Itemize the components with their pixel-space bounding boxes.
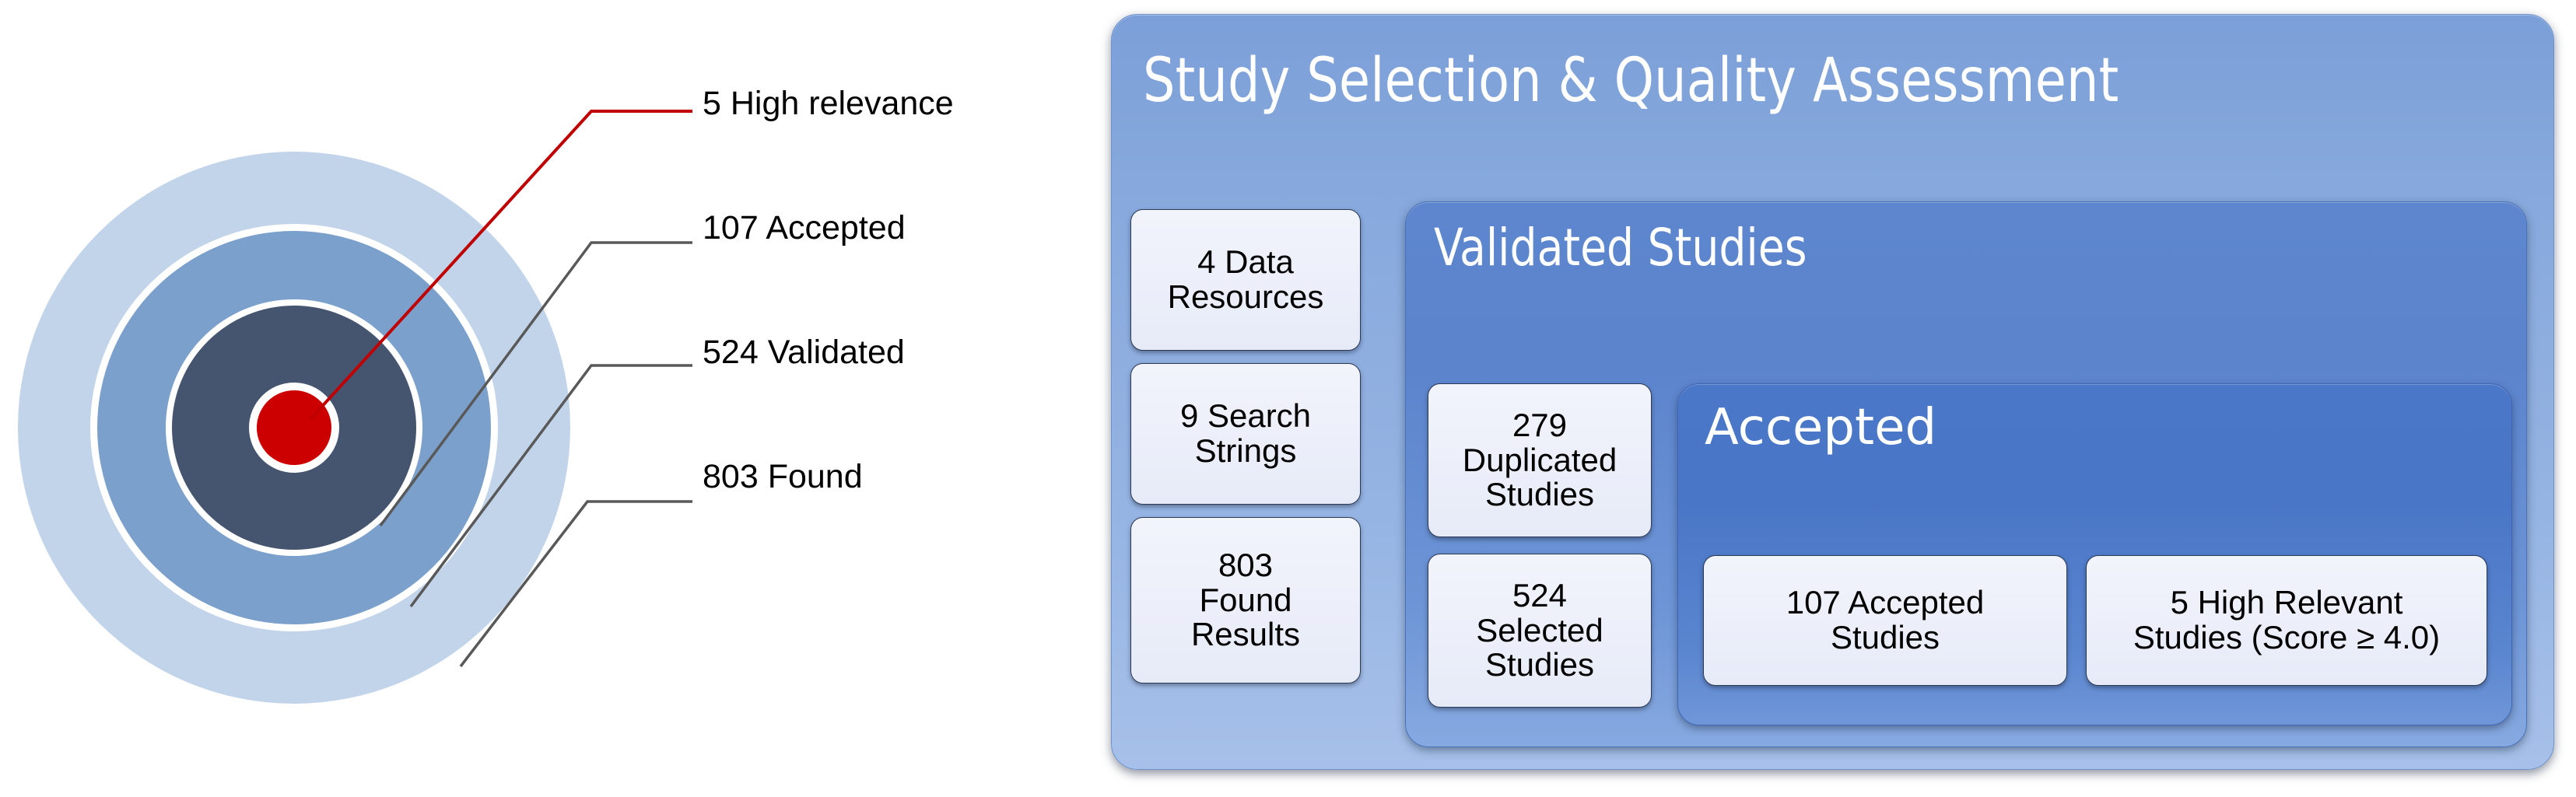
card-line-2: Selected (1476, 611, 1603, 648)
card-line-1: 524 (1512, 576, 1568, 613)
card-line-3: Results (1190, 616, 1301, 653)
page-title: Study Selection & Quality Assessment (1143, 46, 2119, 116)
callout-label-accepted: 107 Accepted (703, 209, 906, 246)
card-line-2: Studies (1830, 619, 1940, 655)
callout-label-high-relevance: 5 High relevance (703, 85, 954, 122)
validated-studies-title: Validated Studies (1434, 218, 1807, 278)
card-line-2: Studies (Score ≥ 4.0) (2133, 619, 2441, 655)
card-line-2: Found (1199, 581, 1292, 618)
card-line-1: 9 Search (1179, 397, 1312, 435)
card-line-1: 279 (1512, 406, 1568, 443)
card-data-resources: 4 Data Resources (1130, 209, 1361, 351)
card-line-3: Studies (1484, 646, 1595, 683)
accepted-container: Accepted 107 Accepted Studies 5 High Rel… (1677, 383, 2512, 725)
leader-line-found (459, 500, 692, 668)
target-rings-svg (18, 110, 692, 704)
card-search-strings: 9 Search Strings (1130, 363, 1361, 505)
card-line-1: 107 Accepted (1786, 584, 1985, 621)
ring-high-relevance (257, 390, 331, 465)
card-accepted-studies: 107 Accepted Studies (1703, 555, 2067, 686)
study-selection-panel: Study Selection & Quality Assessment 4 D… (1111, 14, 2554, 770)
concentric-funnel-diagram: 5 High relevance 107 Accepted 524 Valida… (0, 0, 1089, 797)
leader-line-validated (409, 364, 692, 608)
card-line-1: 4 Data (1197, 243, 1294, 281)
leader-line-accepted (379, 241, 692, 527)
callout-label-validated: 524 Validated (703, 334, 905, 371)
accepted-title: Accepted (1705, 399, 1937, 456)
card-line-1: 5 High Relevant (2170, 584, 2403, 621)
card-selected-studies: 524 Selected Studies (1428, 554, 1652, 708)
card-line-2: Duplicated (1462, 441, 1617, 478)
card-line-3: Studies (1484, 476, 1595, 513)
card-duplicated-studies: 279 Duplicated Studies (1428, 383, 1652, 537)
callout-label-found: 803 Found (703, 458, 863, 495)
card-line-2: Resources (1167, 278, 1324, 315)
card-high-relevant-studies: 5 High Relevant Studies (Score ≥ 4.0) (2086, 555, 2487, 686)
validated-studies-container: Validated Studies 279 Duplicated Studies… (1405, 201, 2527, 747)
card-found-results: 803 Found Results (1130, 517, 1361, 683)
card-line-1: 803 (1218, 546, 1274, 583)
leader-line-high-relevance (309, 110, 692, 421)
card-line-2: Strings (1194, 432, 1297, 469)
